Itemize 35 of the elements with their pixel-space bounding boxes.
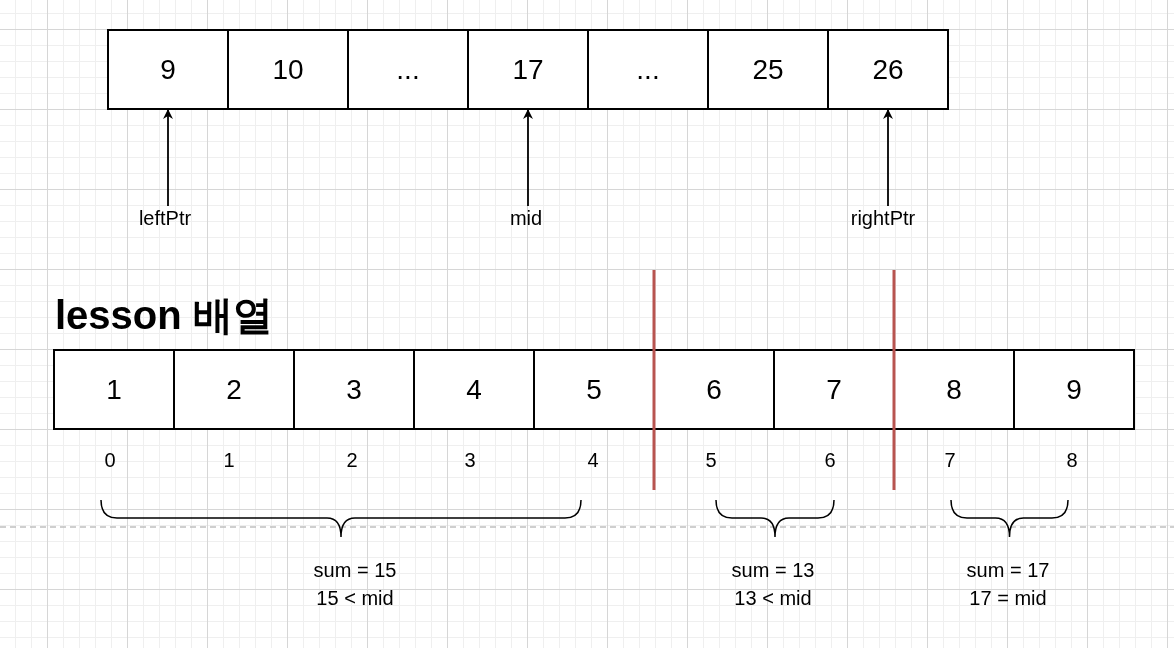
index-label: 8 (1065, 448, 1079, 473)
array-cell: 4 (413, 349, 535, 430)
array-cell: 9 (1013, 349, 1135, 430)
array-cell: 5 (533, 349, 655, 430)
pointer-label: mid (476, 206, 576, 230)
index-label: 2 (345, 448, 359, 473)
array-cell: 10 (227, 29, 349, 110)
array-cell: 9 (107, 29, 229, 110)
array-cell: 2 (173, 349, 295, 430)
array-cell: ... (587, 29, 709, 110)
array-cell: 7 (773, 349, 895, 430)
arrow (883, 109, 893, 207)
index-label: 0 (103, 448, 117, 473)
array-title: lesson 배열 (55, 292, 273, 338)
array-cell: 17 (467, 29, 589, 110)
array-cell: 1 (53, 349, 175, 430)
index-label: 3 (463, 448, 477, 473)
array-cell: 25 (707, 29, 829, 110)
index-label: 5 (704, 448, 718, 473)
index-label: 4 (586, 448, 600, 473)
arrow (163, 109, 173, 207)
sum-note: sum = 17 17 = mid (965, 558, 1051, 611)
pointer-label: rightPtr (833, 206, 933, 230)
arrow (523, 109, 533, 207)
index-label: 1 (222, 448, 236, 473)
index-label: 6 (823, 448, 837, 473)
array-cell: 6 (653, 349, 775, 430)
pointer-label: leftPtr (115, 206, 215, 230)
sum-note: sum = 13 13 < mid (730, 558, 816, 611)
sum-note: sum = 15 15 < mid (312, 558, 398, 611)
array-cell: 26 (827, 29, 949, 110)
array-cell: 8 (893, 349, 1015, 430)
array-cell: ... (347, 29, 469, 110)
array-cell: 3 (293, 349, 415, 430)
index-label: 7 (943, 448, 957, 473)
